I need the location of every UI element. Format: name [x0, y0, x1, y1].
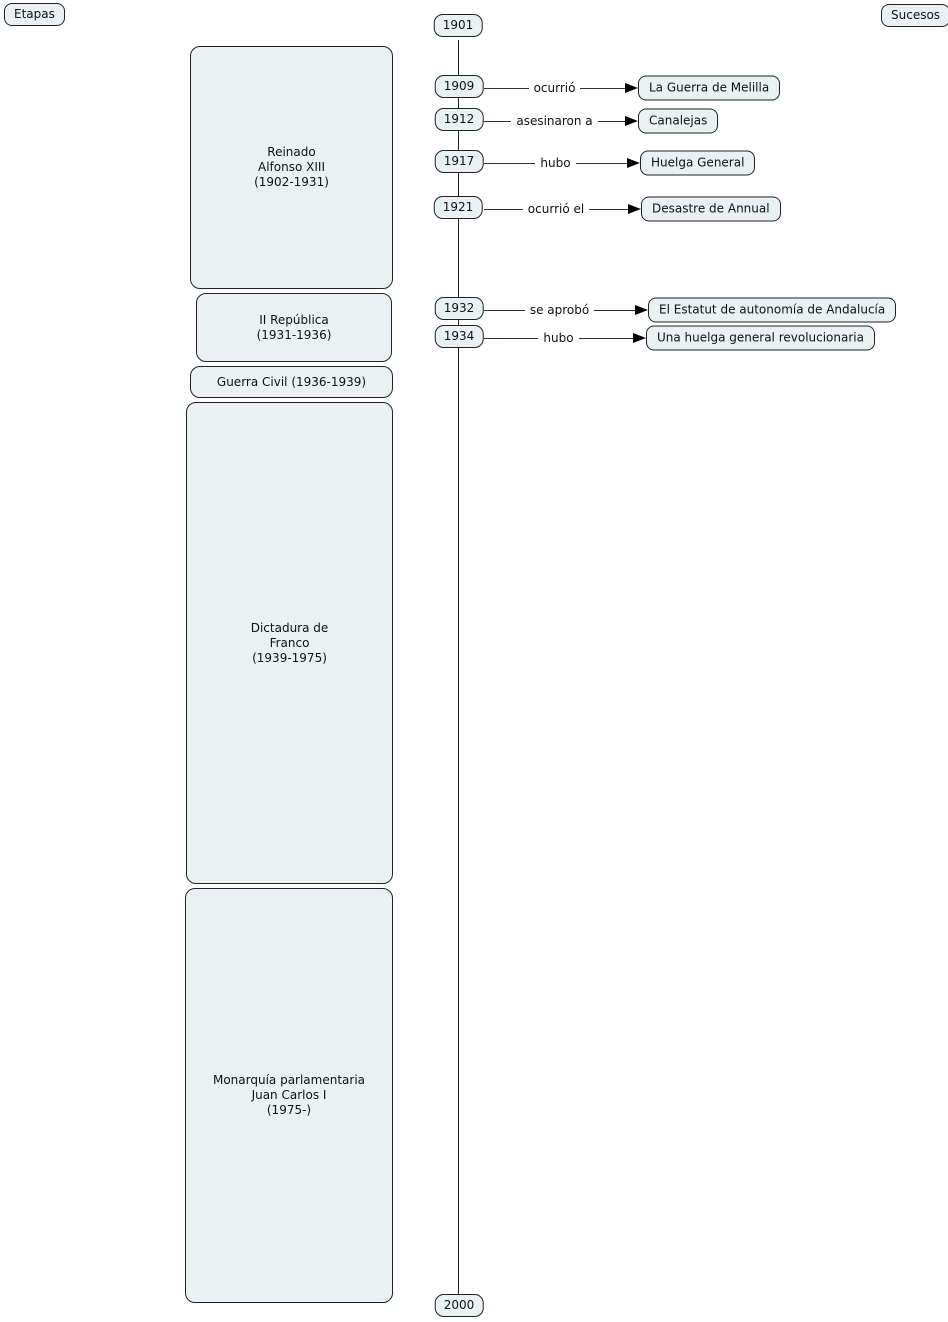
- connector-line: [575, 162, 628, 164]
- connector-line: [580, 87, 626, 89]
- linking-phrase-1921[interactable]: ocurrió el: [527, 202, 585, 216]
- connector-1932: se aprobó: [484, 300, 649, 320]
- connector-line: [484, 337, 539, 339]
- arrowhead-icon: [625, 116, 639, 126]
- year-node-1909[interactable]: 1909: [434, 75, 484, 98]
- connector-1917: hubo: [484, 153, 641, 173]
- event-huelga-revolucionaria[interactable]: Una huelga general revolucionaria: [646, 325, 875, 351]
- period-dictadura-franco[interactable]: Dictadura de Franco (1939-1975): [186, 402, 393, 884]
- period-guerra-civil[interactable]: Guerra Civil (1936-1939): [190, 366, 393, 398]
- period-ii-republica[interactable]: II República (1931-1936): [196, 293, 392, 362]
- linking-phrase-1909[interactable]: ocurrió: [533, 81, 576, 95]
- arrowhead-icon: [628, 204, 642, 214]
- linking-phrase-1934[interactable]: hubo: [543, 331, 574, 345]
- arrowhead-icon: [633, 333, 647, 343]
- period-reinado-alfonso-xiii[interactable]: Reinado Alfonso XIII (1902-1931): [190, 46, 393, 289]
- event-desastre-de-annual[interactable]: Desastre de Annual: [641, 196, 781, 222]
- year-node-1921[interactable]: 1921: [433, 196, 483, 219]
- connector-line: [594, 309, 636, 311]
- year-node-1932[interactable]: 1932: [434, 297, 484, 320]
- connector-line: [484, 120, 512, 122]
- event-canalejas[interactable]: Canalejas: [638, 108, 719, 134]
- linking-phrase-1932[interactable]: se aprobó: [529, 303, 590, 317]
- timeline-axis: [458, 40, 459, 1294]
- period-monarquia-parlamentaria[interactable]: Monarquía parlamentaria Juan Carlos I (1…: [185, 888, 393, 1303]
- connector-line: [597, 120, 626, 122]
- connector-line: [484, 309, 525, 311]
- connector-1912: asesinaron a: [484, 111, 639, 131]
- arrowhead-icon: [625, 83, 639, 93]
- connector-1921: ocurrió el: [484, 199, 642, 219]
- year-node-1901[interactable]: 1901: [433, 14, 483, 37]
- event-huelga-general[interactable]: Huelga General: [640, 150, 756, 176]
- arrowhead-icon: [627, 158, 641, 168]
- event-guerra-de-melilla[interactable]: La Guerra de Melilla: [638, 75, 781, 101]
- connector-line: [484, 162, 536, 164]
- connector-1909: ocurrió: [484, 78, 639, 98]
- year-node-2000[interactable]: 2000: [434, 1294, 484, 1317]
- legend-sucesos[interactable]: Sucesos: [881, 4, 948, 27]
- linking-phrase-1917[interactable]: hubo: [540, 156, 571, 170]
- legend-etapas[interactable]: Etapas: [4, 3, 65, 26]
- linking-phrase-1912[interactable]: asesinaron a: [516, 114, 593, 128]
- event-estatut-andalucia[interactable]: El Estatut de autonomía de Andalucía: [648, 297, 897, 323]
- connector-1934: hubo: [484, 328, 647, 348]
- connector-line: [484, 87, 529, 89]
- connector-line: [484, 208, 523, 210]
- year-node-1912[interactable]: 1912: [434, 108, 484, 131]
- arrowhead-icon: [635, 305, 649, 315]
- year-node-1917[interactable]: 1917: [434, 150, 484, 173]
- year-node-1934[interactable]: 1934: [434, 325, 484, 348]
- connector-line: [589, 208, 629, 210]
- connector-line: [578, 337, 634, 339]
